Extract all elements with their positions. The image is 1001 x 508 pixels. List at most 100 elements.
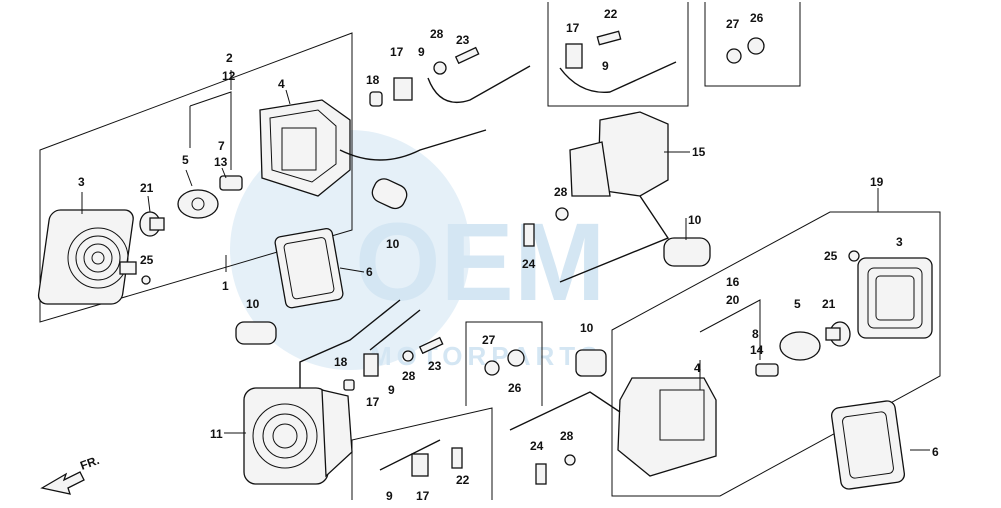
callout-13: 13: [214, 155, 228, 169]
callout-28b: 28: [402, 369, 416, 383]
callout-25: 25: [140, 253, 154, 267]
front-direction-arrow: FR.: [40, 453, 101, 495]
callout-4: 4: [278, 77, 285, 91]
callout-26a: 26: [750, 11, 764, 25]
nut-26b: [507, 349, 525, 367]
callout-11: 11: [210, 427, 223, 441]
callout-10c: 10: [580, 321, 594, 335]
callout-5: 5: [182, 153, 189, 167]
clamp-17a: [393, 77, 413, 101]
callout-16: 16: [726, 275, 740, 289]
clamp-17b: [363, 353, 379, 377]
callout-9d: 9: [386, 489, 393, 503]
rubber-cap-10a: [371, 178, 408, 210]
callout-3b: 3: [896, 235, 903, 249]
rear-lens-right: [857, 257, 933, 339]
gasket-right: [830, 400, 906, 490]
callout-8: 8: [752, 327, 759, 341]
callout-20: 20: [726, 293, 740, 307]
callout-18: 18: [366, 73, 380, 87]
callout-24b: 24: [530, 439, 544, 453]
washer-28a: [433, 61, 447, 75]
collar-18b: [343, 379, 355, 391]
callout-28: 28: [430, 27, 444, 41]
callout-7: 7: [218, 139, 225, 153]
rear-housing-right: [617, 377, 717, 477]
callout-numbers: 2 12 4 7 5 13 3 21 25 1 6 10 17 9 28 23 …: [78, 7, 939, 503]
clamp-17d: [411, 453, 429, 477]
callout-17b: 17: [366, 395, 380, 409]
washer-27a: [726, 48, 742, 64]
callout-27b: 27: [482, 333, 496, 347]
front-housing-right: [569, 111, 669, 197]
callout-6: 6: [366, 265, 373, 279]
callout-10d: 10: [688, 213, 702, 227]
direction-label: FR.: [78, 453, 101, 473]
callout-28d: 28: [560, 429, 574, 443]
gasket-left: [274, 227, 344, 309]
screw-22b: [451, 447, 463, 469]
callout-4b: 4: [694, 361, 701, 375]
callout-6b: 6: [932, 445, 939, 459]
socket-14: [755, 363, 779, 377]
callout-3: 3: [78, 175, 85, 189]
washer-25b: [848, 250, 860, 262]
callout-10: 10: [386, 237, 400, 251]
callout-18b: 18: [334, 355, 348, 369]
socket-right: [779, 331, 821, 361]
collar-18a: [369, 91, 383, 107]
socket-13: [219, 175, 243, 191]
inset-frame-top-middle: [547, 2, 689, 107]
callout-17: 17: [390, 45, 404, 59]
inset-frame-bottom: [351, 407, 493, 500]
rubber-cap-10c: [575, 349, 607, 377]
callout-24a: 24: [522, 257, 536, 271]
callout-9: 9: [418, 45, 425, 59]
callout-21: 21: [140, 181, 154, 195]
screw-24b: [535, 463, 547, 485]
inset-frame-lower-middle: [465, 321, 543, 406]
screw-23a: [454, 46, 480, 65]
socket-left: [177, 189, 219, 219]
front-lens-left: [37, 209, 137, 305]
callout-14: 14: [750, 343, 764, 357]
rubber-cap-10d: [663, 237, 711, 267]
callout-9b: 9: [388, 383, 395, 397]
callout-10b: 10: [246, 297, 260, 311]
washer-25a: [141, 275, 151, 285]
screw-22a: [596, 30, 622, 46]
inset-frame-top-right: [704, 2, 801, 87]
washer-27b: [484, 360, 500, 376]
screw-23b: [418, 336, 444, 355]
callout-12: 12: [222, 69, 236, 83]
callout-21b: 21: [822, 297, 836, 311]
left-front-assembly-frame: [39, 32, 353, 323]
callout-22b: 22: [456, 473, 470, 487]
clamp-17c: [565, 43, 583, 69]
callout-22a: 22: [604, 7, 618, 21]
watermark-brand: OEM: [355, 201, 606, 324]
callout-27a: 27: [726, 17, 740, 31]
callout-28c: 28: [554, 185, 568, 199]
callout-26b: 26: [508, 381, 522, 395]
callout-2: 2: [226, 51, 233, 65]
right-rear-assembly-frame: [611, 211, 941, 497]
nut-26a: [747, 37, 765, 55]
callout-23: 23: [456, 33, 470, 47]
callout-17c: 17: [566, 21, 580, 35]
callout-9c: 9: [602, 59, 609, 73]
callout-19: 19: [870, 175, 884, 189]
callout-25b: 25: [824, 249, 838, 263]
callout-5b: 5: [794, 297, 801, 311]
front-housing-left: [259, 99, 351, 197]
washer-28b: [402, 350, 414, 362]
callout-15: 15: [692, 145, 706, 159]
callout-23b: 23: [428, 359, 442, 373]
callout-17d: 17: [416, 489, 430, 503]
rear-housing-left: [243, 387, 353, 485]
washer-28d: [564, 454, 576, 466]
washer-28c: [555, 207, 569, 221]
callout-1: 1: [222, 279, 229, 293]
screw-24a: [523, 223, 535, 247]
